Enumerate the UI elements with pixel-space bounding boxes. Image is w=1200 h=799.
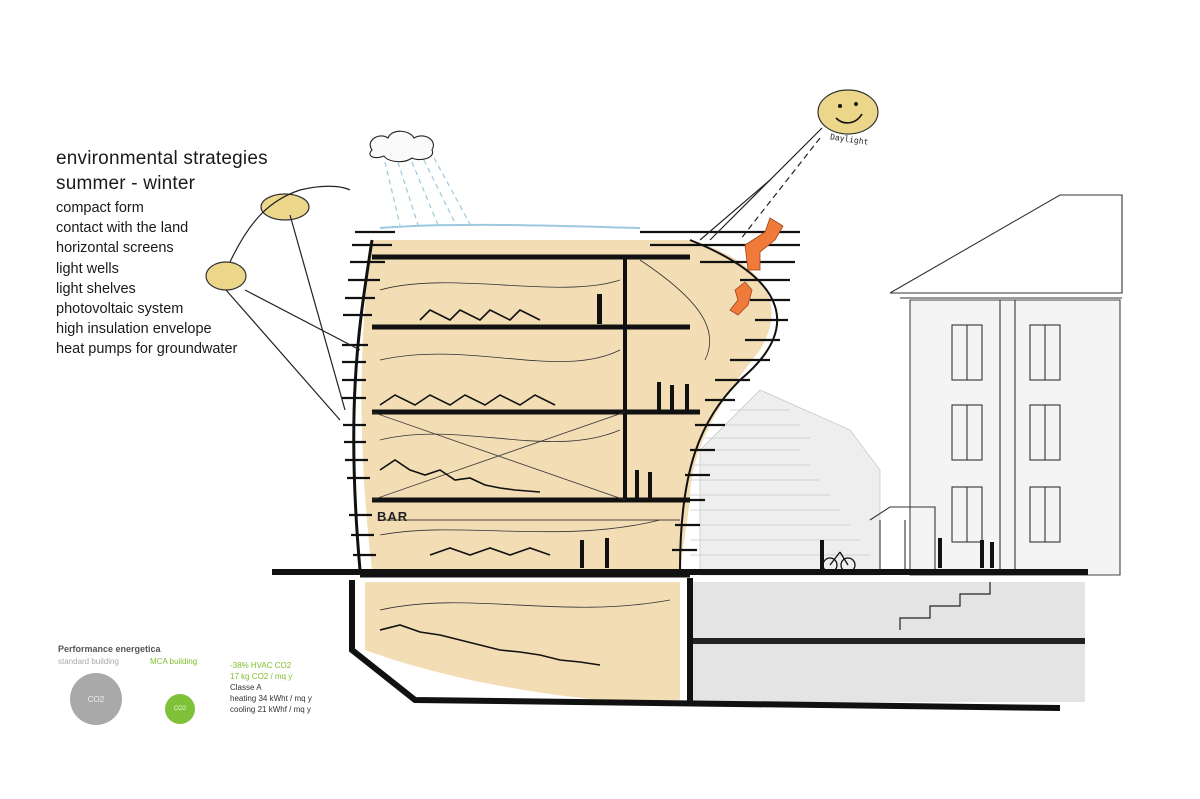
strategy-item: horizontal screens	[56, 240, 174, 257]
facade-louvers	[342, 230, 800, 557]
strategy-item: photovoltaic system	[56, 301, 184, 318]
co2-symbol: CO2	[87, 694, 105, 704]
stat-cooling: cooling 21 kWhf / mq y	[230, 705, 311, 714]
strategy-item: high insulation envelope	[56, 321, 212, 338]
strategy-item: light wells	[56, 260, 119, 277]
people-figures	[580, 294, 994, 570]
sun-icon	[260, 193, 310, 221]
performance-title: Performance energetica	[58, 644, 161, 654]
standard-co2-circle: CO2	[70, 673, 122, 725]
stat-class: Classe A	[230, 683, 262, 692]
bar-sign: BAR	[377, 509, 409, 524]
hot-air-arrows	[729, 217, 784, 316]
strategy-item: compact form	[56, 200, 144, 216]
auditorium-seats	[379, 309, 601, 666]
strategies-heading: environmental strategies	[56, 148, 268, 169]
strategies-subheading: summer - winter	[56, 173, 196, 194]
strategies-items: compact form contact with the land horiz…	[56, 198, 268, 360]
airflow-lines	[371, 259, 711, 611]
bicycle-icon	[822, 551, 856, 573]
mca-building-label: MCA building	[150, 657, 198, 666]
neighbor-building	[690, 194, 1123, 576]
underground-grey	[690, 582, 1085, 702]
performance-stats: -38% HVAC CO2 17 kg CO2 / mq y Classe A …	[230, 660, 312, 715]
strategy-item: light shelves	[56, 280, 136, 297]
building-interior	[361, 240, 772, 570]
strategy-item: contact with the land	[56, 220, 189, 237]
stat-co2: 17 kg CO2 / mq y	[230, 672, 293, 681]
cloud-rain	[369, 130, 641, 229]
strategies-list: environmental strategies summer - winter…	[56, 146, 268, 360]
strategy-item: heat pumps for groundwater	[56, 341, 238, 358]
building-structure	[272, 239, 1088, 711]
mca-co2-circle: CO2	[165, 694, 195, 724]
performance-panel: Performance energetica standard building…	[58, 644, 378, 744]
cloud-icon	[369, 130, 434, 163]
basement-interior	[365, 582, 680, 700]
stat-heating: heating 34 kWht / mq y	[230, 694, 312, 703]
stat-hvac: -38% HVAC CO2	[230, 661, 292, 670]
standard-building-label: standard building	[58, 657, 119, 666]
sun-rays	[225, 127, 823, 421]
co2-symbol: CO2	[173, 706, 187, 712]
sun-icon	[817, 89, 879, 135]
